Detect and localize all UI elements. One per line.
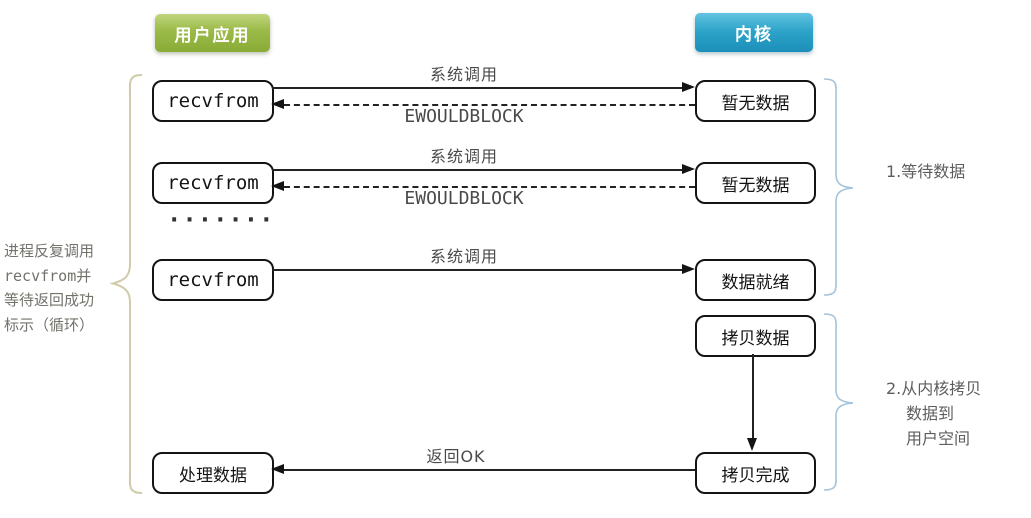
left-curly-brace [110,74,143,494]
annotation-wait: 1.等待数据 [886,159,965,184]
left-note: 进程反复调用 recvfrom并 等待返回成功 标示（循环） [4,239,94,337]
ewouldblock-label-2: EWOULDBLOCK [404,188,524,209]
left-note-line-1: 进程反复调用 [4,242,95,260]
no-data-box-2: 暂无数据 [695,162,816,204]
copy-arrow-line [752,354,754,440]
copy-data-box: 拷贝数据 [695,315,816,357]
syscall-arrowhead-3 [682,264,695,274]
return-ok-line [284,469,695,471]
repeat-ellipsis: ······· [170,208,278,233]
annotation-copy-line-3: 用户空间 [906,429,971,448]
return-ok-label: 返回OK [426,447,486,466]
syscall-arrowhead-1 [682,82,695,92]
process-data-box: 处理数据 [152,452,274,494]
annotation-copy: 2.从内核拷贝 数据到 用户空间 [886,376,981,451]
syscall-arrowhead-2 [682,164,695,174]
syscall-line-3 [272,269,684,271]
recvfrom-box-1: recvfrom [152,80,274,122]
annotation-wait-text: 1.等待数据 [886,162,966,181]
kernel-header: 内核 [695,13,813,52]
copy-arrowhead-down [747,438,757,451]
right-curly-brace-2 [823,313,854,491]
no-data-box-1: 暂无数据 [695,80,816,122]
syscall-line-1 [272,87,684,89]
syscall-label-2: 系统调用 [429,147,499,166]
ewouldblock-line-2 [284,186,695,188]
user-app-header: 用户应用 [155,14,270,52]
copy-done-box: 拷贝完成 [695,452,816,494]
ewouldblock-arrowhead-2 [271,181,284,191]
ewouldblock-label-1: EWOULDBLOCK [404,106,524,127]
syscall-label-3: 系统调用 [429,247,499,266]
annotation-copy-line-1: 2.从内核拷贝 [886,379,982,398]
left-note-line-3: 等待返回成功 [4,291,95,309]
syscall-label-1: 系统调用 [429,65,499,84]
syscall-line-2 [272,169,684,171]
left-note-line-2: recvfrom并 [4,266,92,285]
return-ok-arrowhead [271,464,284,474]
annotation-copy-line-2: 数据到 [906,404,955,423]
recvfrom-box-2: recvfrom [152,162,274,204]
left-note-line-4: 标示（循环） [4,315,95,334]
recvfrom-box-3: recvfrom [152,259,274,301]
data-ready-box: 数据就绪 [695,259,816,301]
ewouldblock-line-1 [284,104,695,106]
ewouldblock-arrowhead-1 [271,99,284,109]
right-curly-brace-1 [823,78,854,296]
